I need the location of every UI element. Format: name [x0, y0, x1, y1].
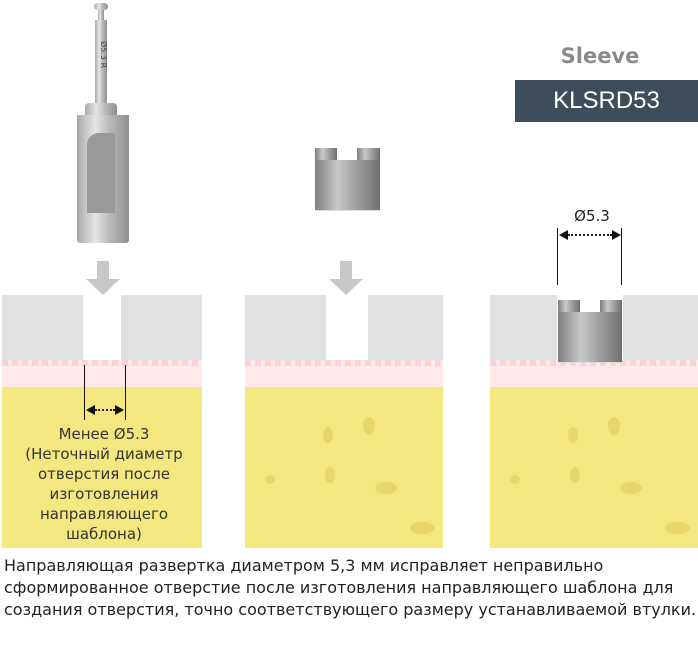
dimension-line [557, 228, 558, 285]
label-line: отверстия после [37, 465, 171, 483]
gum-layer [245, 360, 443, 387]
guide-hole [326, 295, 368, 360]
dimension-dotted [95, 409, 115, 411]
panel-3 [490, 295, 698, 548]
bone-layer [490, 387, 698, 548]
gum-layer [490, 360, 698, 387]
dimension-dotted [568, 234, 612, 236]
arrowhead-right-icon [612, 230, 621, 240]
product-code-badge: KLSRD53 [515, 80, 698, 122]
dimension-line [84, 365, 85, 420]
dimension-line [125, 365, 126, 420]
gum-layer [2, 360, 202, 387]
guide-hole [83, 295, 121, 360]
label-line: Менее Ø5.3 [58, 425, 150, 443]
dimension-line [621, 228, 622, 285]
caption: Направляющая развертка диаметром 5,3 мм … [4, 556, 697, 619]
panel-2 [245, 295, 443, 548]
bone-layer [245, 387, 443, 548]
label-line: направляющего [39, 505, 168, 523]
bone-layer [2, 387, 202, 548]
arrowhead-left-icon [559, 230, 568, 240]
label-line: шаблона) [66, 525, 142, 543]
down-arrow-icon [86, 261, 120, 295]
panel1-label: Менее Ø5.3 (Неточный диаметр отверстия п… [2, 424, 206, 544]
reamer-drill: Ø5.3 R [75, 3, 130, 243]
label-line: изготовления [49, 485, 159, 503]
drill-engraving: Ø5.3 R [99, 41, 108, 69]
inserted-sleeve [558, 300, 622, 363]
sleeve-component [315, 148, 380, 211]
sleeve-diameter-label: Ø5.3 [574, 207, 610, 225]
down-arrow-icon [329, 261, 363, 295]
panel-1 [2, 295, 202, 548]
sleeve-title: Sleeve [560, 44, 640, 68]
label-line: (Неточный диаметр [25, 445, 183, 463]
arrowhead-left-icon [86, 405, 95, 415]
arrowhead-right-icon [115, 405, 124, 415]
